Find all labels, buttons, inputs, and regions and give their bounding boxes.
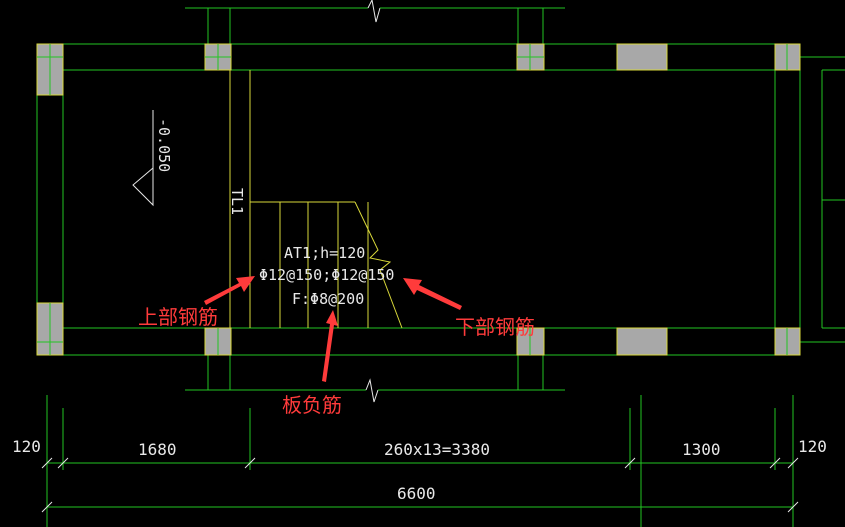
dim-right-wall: 120 xyxy=(798,437,827,456)
elevation-mark: -0.050 xyxy=(132,110,173,207)
dimension-lines xyxy=(41,395,799,527)
right-adjacent-room xyxy=(800,56,845,343)
stair-flight xyxy=(250,201,403,329)
beam-label-tl1: TL1 xyxy=(228,188,246,215)
stair-note-line2: Φ12@150;Φ12@150 xyxy=(259,266,394,284)
columns xyxy=(36,43,801,356)
dim-landing: 1680 xyxy=(138,440,177,459)
arrow-slab-negative-rebar-icon xyxy=(322,310,338,382)
column-bottom-4 xyxy=(616,327,668,356)
elevation-text: -0.050 xyxy=(155,118,173,172)
dim-right-span: 1300 xyxy=(682,440,721,459)
arrow-top-rebar-icon xyxy=(204,276,255,305)
stair-beam-tl1 xyxy=(229,70,251,328)
right-wall xyxy=(774,44,801,355)
annotation-bottom-rebar: 下部钢筋 xyxy=(455,315,535,339)
stair-note-line1: AT1;h=120 xyxy=(284,244,365,262)
dim-stair-run: 260x13=3380 xyxy=(384,440,490,459)
dim-left-wall: 120 xyxy=(12,437,41,456)
bottom-break-extension xyxy=(185,355,565,403)
arrow-bottom-rebar-icon xyxy=(403,278,462,310)
annotation-slab-negative-rebar: 板负筋 xyxy=(282,393,342,417)
top-beam xyxy=(37,43,800,71)
column-top-4 xyxy=(616,43,668,71)
stair-note-line3: F:Φ8@200 xyxy=(292,290,364,308)
bottom-beam xyxy=(37,327,800,356)
dim-total: 6600 xyxy=(397,484,436,503)
top-break-extension xyxy=(185,0,565,44)
annotation-top-rebar: 上部钢筋 xyxy=(138,305,218,329)
